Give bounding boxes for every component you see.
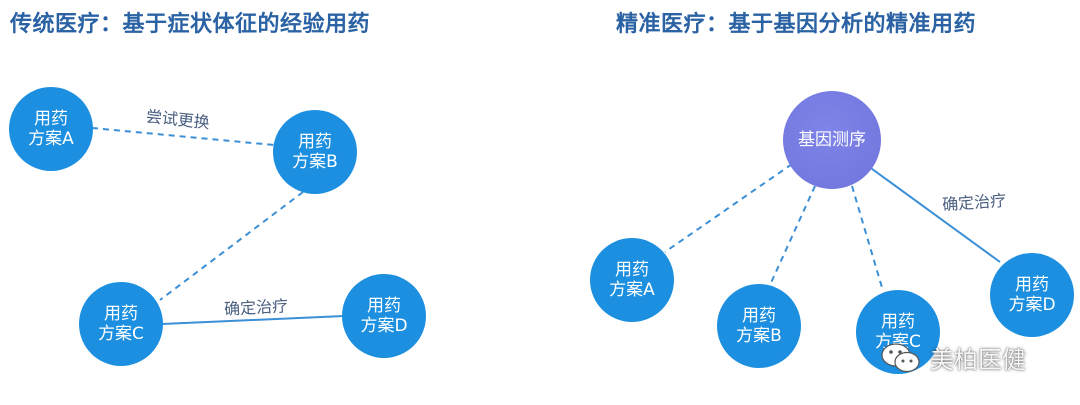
- left-node-plan-b: 用药 方案B: [273, 110, 357, 194]
- watermark-text: 美柏医健: [930, 346, 1026, 374]
- edge-left-c-d: [161, 315, 345, 325]
- right-panel-title: 精准医疗：基于基因分析的精准用药: [616, 12, 977, 37]
- right-node-plan-b-line2: 方案B: [736, 326, 782, 346]
- left-node-plan-a-line1: 用药: [34, 109, 68, 129]
- right-node-plan-a-line1: 用药: [615, 260, 649, 280]
- right-node-plan-d-line1: 用药: [1015, 275, 1049, 295]
- left-node-plan-c: 用药 方案C: [79, 282, 163, 366]
- left-node-plan-c-line1: 用药: [104, 304, 138, 324]
- right-node-plan-c-line1: 用药: [881, 312, 915, 332]
- left-node-plan-d: 用药 方案D: [342, 274, 426, 358]
- right-node-plan-b: 用药 方案B: [717, 284, 801, 368]
- right-node-plan-a: 用药 方案A: [590, 238, 674, 322]
- edge-left-a-b: [91, 127, 275, 146]
- right-node-plan-a-line2: 方案A: [609, 280, 655, 300]
- left-node-plan-d-line1: 用药: [367, 296, 401, 316]
- left-node-plan-a-line2: 方案A: [28, 129, 74, 149]
- right-node-gene-sequencing-hub: 基因测序: [783, 91, 881, 189]
- edge-left-b-c: [159, 191, 304, 301]
- right-node-plan-d: 用药 方案D: [990, 253, 1074, 337]
- left-node-plan-d-line2: 方案D: [360, 316, 408, 336]
- left-node-plan-b-line2: 方案B: [292, 152, 338, 172]
- edge-right-hub-c: [851, 185, 884, 292]
- edge-right-hub-a: [664, 163, 793, 253]
- left-node-plan-b-line1: 用药: [298, 132, 332, 152]
- right-hub-label: 基因测序: [798, 130, 866, 150]
- right-edge-label-confirm: 确定治疗: [941, 190, 1007, 215]
- left-node-plan-c-line2: 方案C: [98, 324, 144, 344]
- right-node-plan-b-line1: 用药: [742, 306, 776, 326]
- edge-right-hub-b: [769, 185, 816, 286]
- watermark: 美柏医健: [880, 340, 1026, 375]
- left-panel-title: 传统医疗：基于症状体征的经验用药: [10, 12, 371, 37]
- wechat-icon: [881, 342, 920, 372]
- edge-right-hub-d: [867, 165, 1001, 263]
- right-node-plan-d-line2: 方案D: [1008, 295, 1056, 315]
- left-node-plan-a: 用药 方案A: [9, 87, 93, 171]
- left-edge-label-confirm: 确定治疗: [223, 296, 289, 319]
